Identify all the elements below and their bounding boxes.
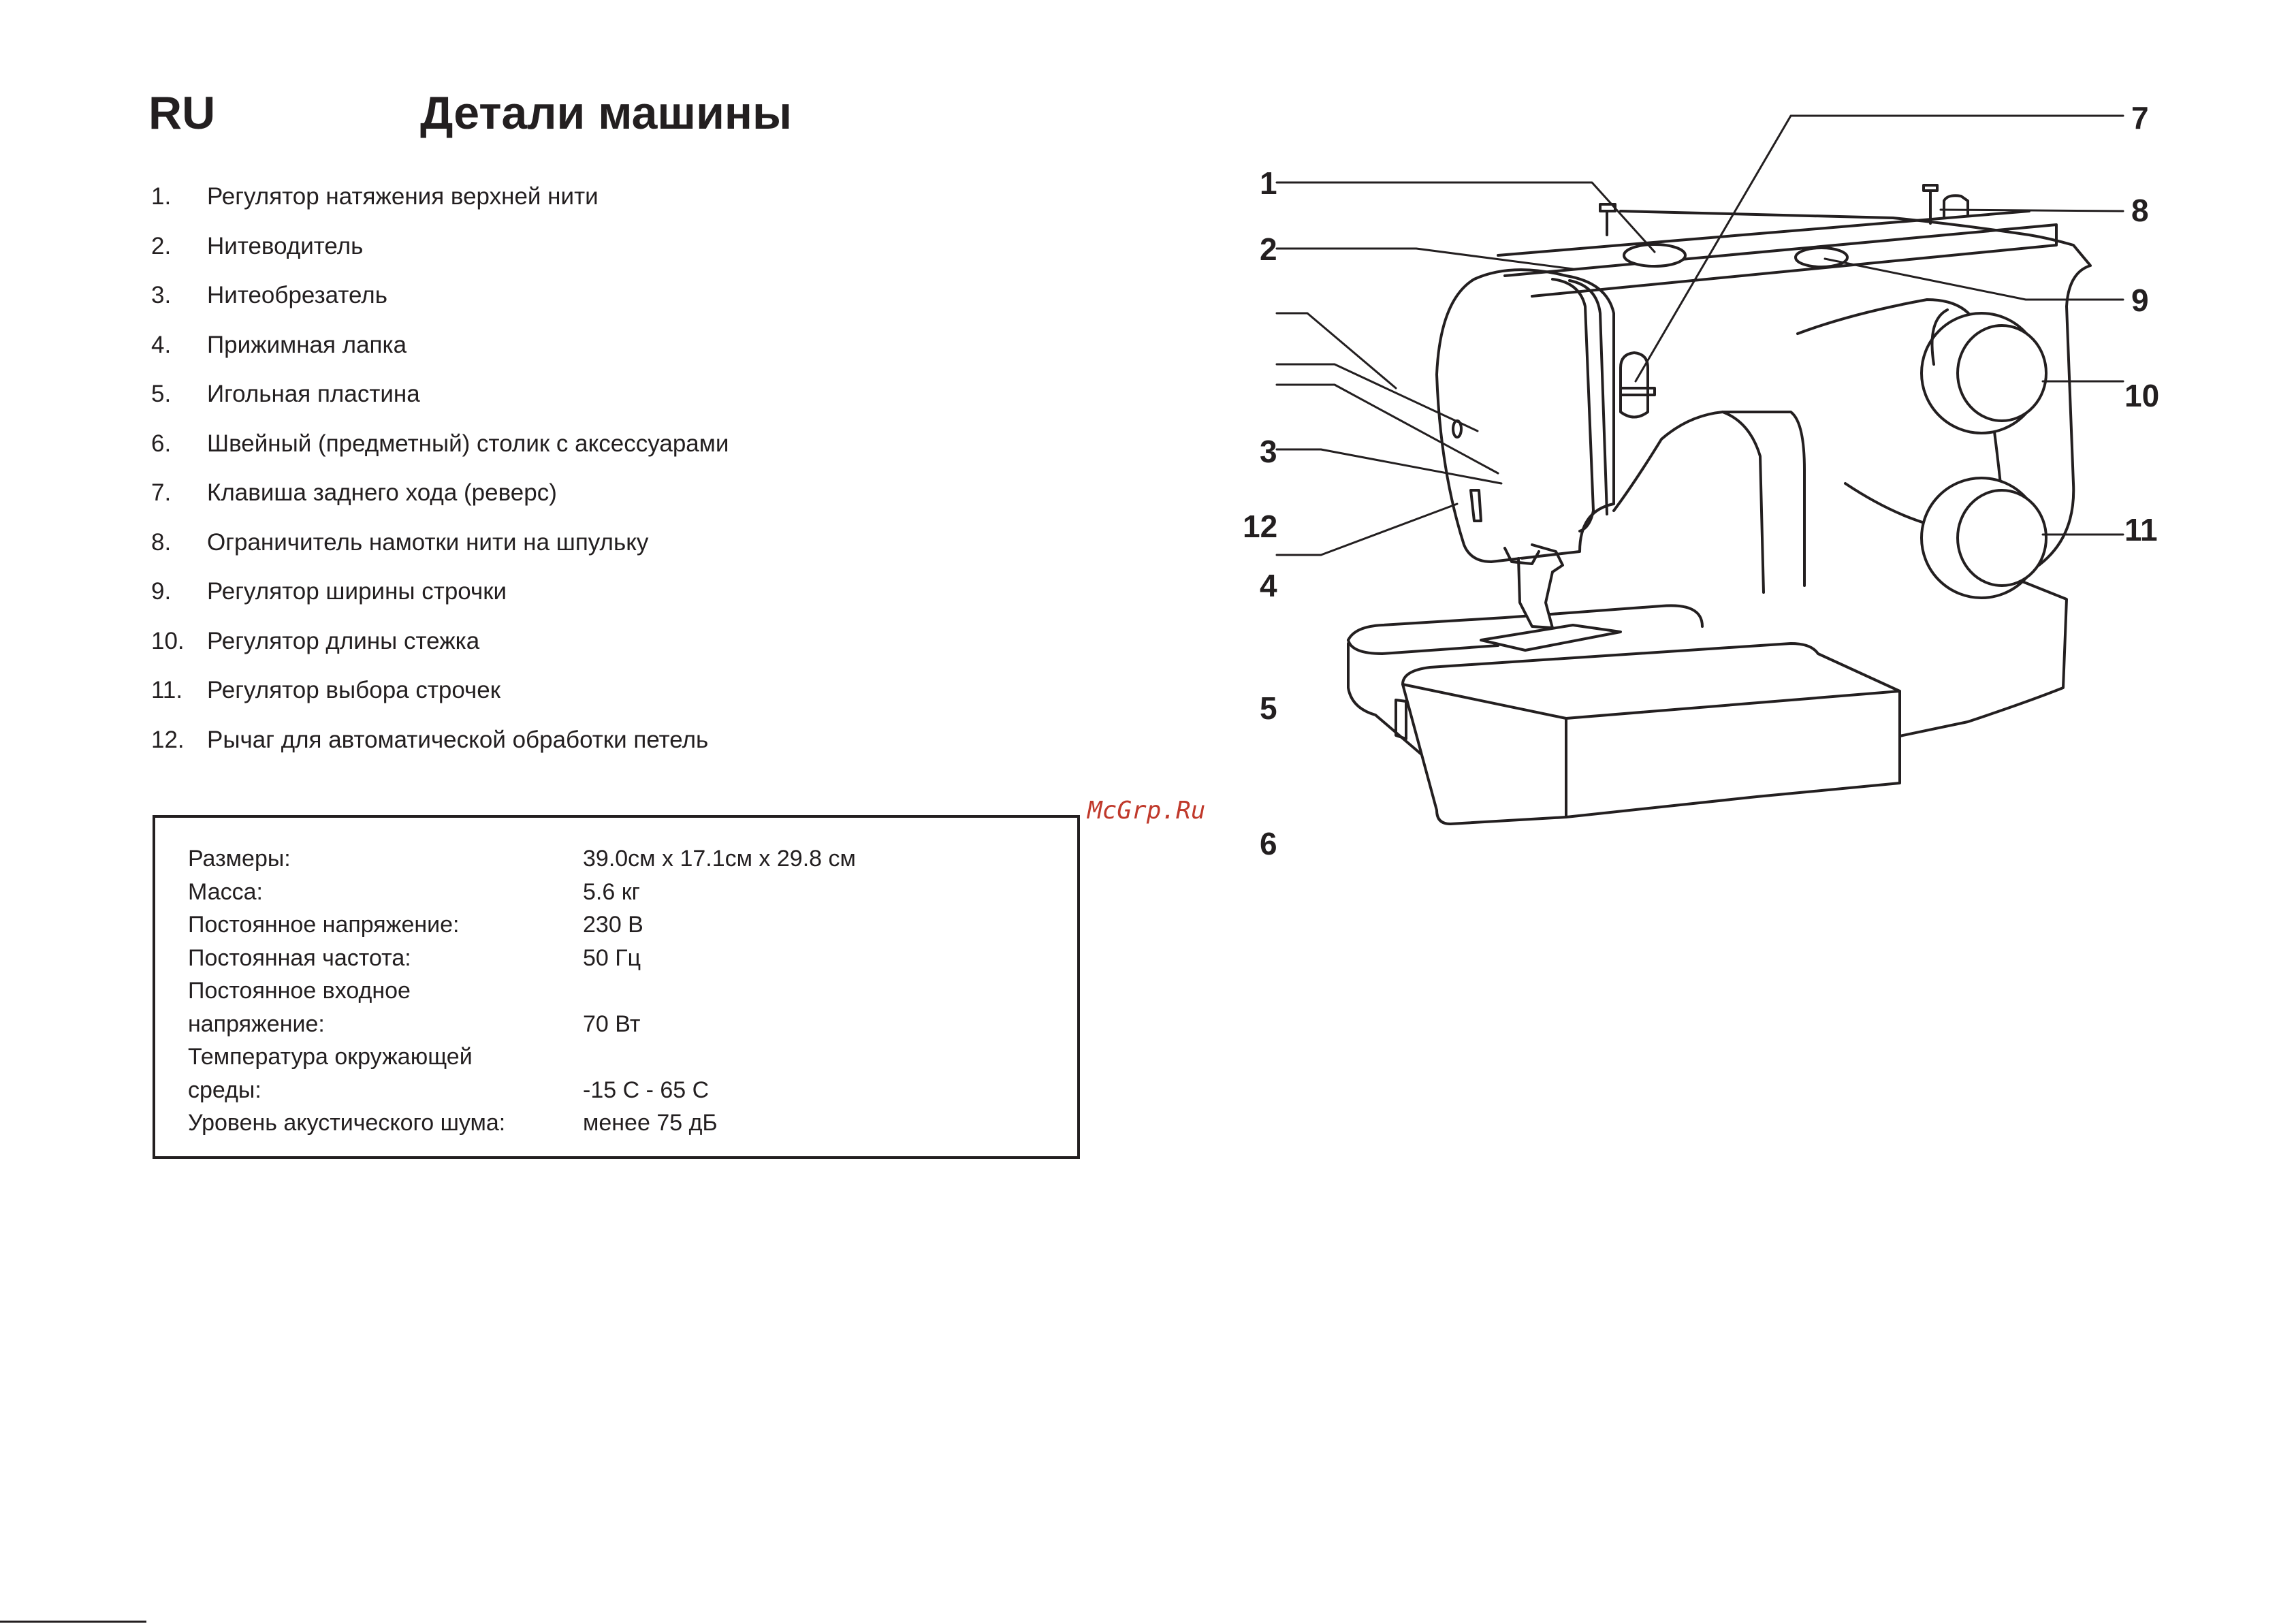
item-label: Нитеобрезатель <box>207 282 387 308</box>
callout-6: 6 <box>1260 826 1277 861</box>
bobbin-winder <box>1943 194 1969 219</box>
callout-9: 9 <box>2131 283 2149 318</box>
callout-3: 3 <box>1260 434 1277 469</box>
specifications-table: Размеры: 39.0см x 17.1см x 29.8 см Масса:… <box>188 842 856 1140</box>
item-number: 5. <box>151 381 172 407</box>
item-number: 2. <box>151 232 172 259</box>
face-plate <box>1551 278 1595 532</box>
callout-8: 8 <box>2131 193 2149 228</box>
spec-value: 50 Гц <box>583 944 641 971</box>
accessory-table <box>1401 642 1901 825</box>
item-number: 9. <box>151 578 172 605</box>
spec-label: Постоянная частота: <box>188 944 411 971</box>
item-label: Прижимная лапка <box>207 331 407 358</box>
tension-dial <box>1623 243 1687 268</box>
language-code: RU <box>148 87 216 139</box>
callout-12: 12 <box>1243 509 1278 544</box>
list-item: 12. Рычаг для автоматической обработки пе… <box>151 726 729 776</box>
spec-label: Постоянное напряжение: <box>188 912 460 938</box>
machine-body <box>1619 210 2092 580</box>
spool-pin-right <box>1922 184 1939 225</box>
callout-7: 7 <box>2131 100 2149 136</box>
callout-5: 5 <box>1260 690 1277 726</box>
list-item: 4. Прижимная лапка <box>151 331 729 381</box>
item-label: Регулятор выбора строчек <box>207 677 501 703</box>
spec-row: Уровень акустического шума: менее 75 дБ <box>188 1106 856 1140</box>
item-number: 10. <box>151 627 185 654</box>
sewing-machine-diagram: 1 2 3 12 4 5 6 7 8 9 10 11 <box>1212 102 2220 885</box>
list-item: 7. Клавиша заднего хода (реверс) <box>151 479 729 528</box>
item-number: 4. <box>151 331 172 358</box>
item-number: 6. <box>151 430 172 457</box>
specifications-box: Размеры: 39.0см x 17.1см x 29.8 см Масса:… <box>153 815 1080 1159</box>
spec-row: Температура окружающей среды: -15 С - 65 … <box>188 1040 856 1106</box>
list-item: 10. Регулятор длины стежка <box>151 627 729 677</box>
pattern-selector-dial <box>1920 477 2048 599</box>
page-edge-rule <box>0 1621 146 1623</box>
list-item: 8. Ограничитель намотки нити на шпульку <box>151 528 729 578</box>
spec-label: Температура окружающей среды: <box>188 1044 473 1103</box>
callout-11: 11 <box>2124 512 2158 547</box>
callout-10: 10 <box>2124 378 2160 413</box>
item-label: Нитеводитель <box>207 232 364 259</box>
callout-1: 1 <box>1260 165 1277 201</box>
stitch-length-dial <box>1920 312 2048 434</box>
presser-foot <box>1517 557 1554 629</box>
item-label: Регулятор натяжения верхней нити <box>207 183 599 210</box>
spec-value: 70 Вт <box>583 1010 641 1037</box>
list-item: 5. Игольная пластина <box>151 380 729 430</box>
stitch-width-dial <box>1794 246 1849 268</box>
item-number: 3. <box>151 282 172 308</box>
parts-list: 1. Регулятор натяжения верхней нити 2. Нит… <box>151 182 729 775</box>
item-label: Регулятор длины стежка <box>207 627 480 654</box>
machine-arm-top <box>1497 210 2030 257</box>
leader-lines <box>1275 114 2124 556</box>
spec-row: Постоянное напряжение: 230 В <box>188 908 856 942</box>
spec-row: Постоянная частота: 50 Гц <box>188 942 856 975</box>
spec-label: Масса: <box>188 878 263 905</box>
item-number: 8. <box>151 528 172 556</box>
spec-value: -15 С - 65 С <box>583 1077 710 1103</box>
spec-value: 230 В <box>583 912 643 938</box>
thread-cutter <box>1469 489 1482 522</box>
spec-label: Уровень акустического шума: <box>188 1110 506 1136</box>
watermark[interactable]: McGrp.Ru <box>1087 797 1206 825</box>
spec-row: Постоянное входное напряжение: 70 Вт <box>188 974 856 1040</box>
item-number: 1. <box>151 183 172 210</box>
machine-head <box>1435 268 1615 563</box>
spec-value: 39.0см x 17.1см x 29.8 см <box>583 846 856 872</box>
item-label: Швейный (предметный) столик с аксессуара… <box>207 430 729 457</box>
needle-plate <box>1480 624 1622 652</box>
spec-label: Постоянное входное напряжение: <box>188 978 411 1037</box>
sewing-machine-drawing <box>1275 114 2124 825</box>
list-item: 9. Регулятор ширины строчки <box>151 577 729 627</box>
list-item: 6. Швейный (предметный) столик с аксессуа… <box>151 430 729 479</box>
machine-arm <box>1503 223 2058 298</box>
callout-4: 4 <box>1260 568 1277 603</box>
item-number: 7. <box>151 479 172 506</box>
item-label: Клавиша заднего хода (реверс) <box>207 479 557 506</box>
spec-value: 5.6 кг <box>583 878 640 905</box>
machine-pillar <box>1612 411 1806 587</box>
list-item: 11. Регулятор выбора строчек <box>151 676 729 726</box>
item-label: Игольная пластина <box>207 381 420 407</box>
item-number: 11. <box>151 677 183 703</box>
item-label: Рычаг для автоматической обработки петел… <box>207 726 709 753</box>
list-item: 2. Нитеводитель <box>151 232 729 282</box>
item-label: Регулятор ширины строчки <box>207 578 507 605</box>
callout-2: 2 <box>1260 232 1277 267</box>
reverse-lever <box>1619 351 1649 419</box>
list-item: 1. Регулятор натяжения верхней нити <box>151 182 729 232</box>
bed-top <box>1347 604 1704 641</box>
spool-pin-left <box>1599 203 1616 236</box>
page-title: Детали машины <box>420 87 793 139</box>
list-item: 3. Нитеобрезатель <box>151 281 729 331</box>
spec-label: Размеры: <box>188 846 291 872</box>
spec-row: Размеры: 39.0см x 17.1см x 29.8 см <box>188 842 856 876</box>
item-number: 12. <box>151 726 185 753</box>
spec-value: менее 75 дБ <box>583 1110 718 1136</box>
spec-row: Масса: 5.6 кг <box>188 876 856 909</box>
item-label: Ограничитель намотки нити на шпульку <box>207 528 649 556</box>
